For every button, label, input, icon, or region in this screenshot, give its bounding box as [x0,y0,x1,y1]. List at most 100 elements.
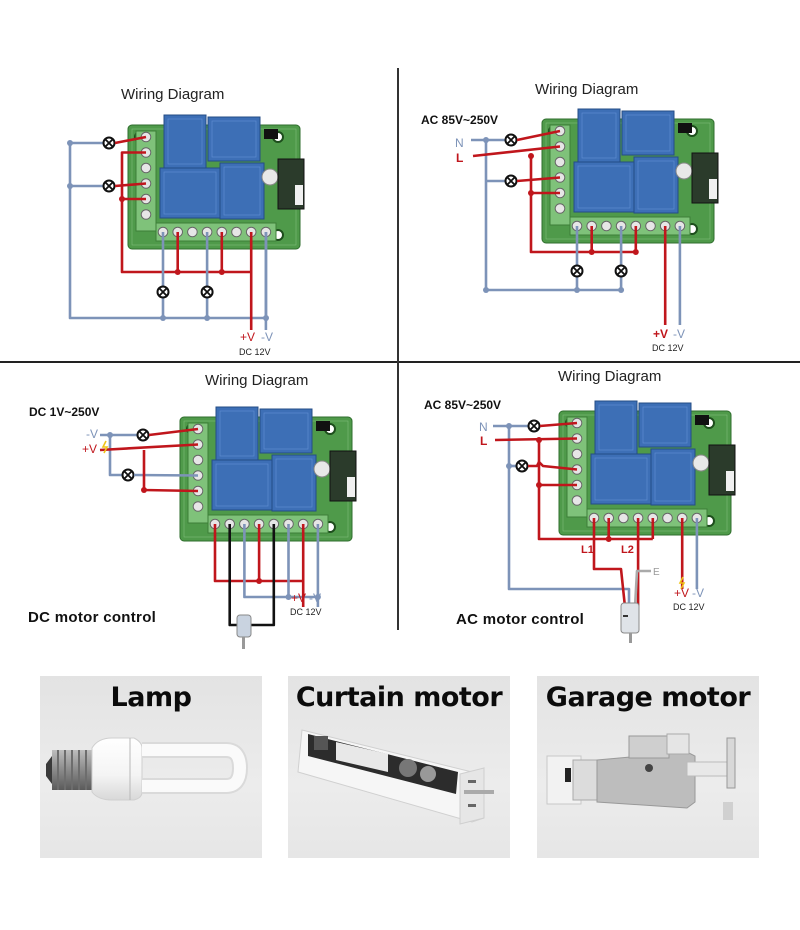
wire-junction [160,315,166,321]
horizontal-divider [0,361,800,363]
fuse-bolt-icon [101,440,109,454]
wire-junction [483,137,489,143]
relay [215,406,259,461]
relay [159,167,221,219]
capacitor [675,162,693,180]
relay [590,453,652,505]
application-card-curtain-motor: Curtain motor [288,676,510,858]
motor-wire [228,524,239,627]
plus-v-label: +V [291,591,307,605]
supply-voltage-label: DC 1V~250V [29,405,100,419]
terminal-screw [554,156,566,168]
curtain-motor-icon [297,729,494,825]
wire-junction [174,269,181,275]
wire [529,156,636,254]
dc-12v-label: DC 12V [290,607,322,617]
wire [114,182,147,188]
earth-label: E [653,567,660,578]
wire-junction [528,190,534,196]
lamp-symbol-icon [614,264,628,278]
wire [539,421,578,428]
wire-junction [141,487,147,493]
garage-motor-icon [546,733,736,820]
capacitor [261,168,279,186]
live-wire [472,145,561,158]
relay-board [127,114,305,250]
wire [537,440,653,541]
relay [573,161,635,213]
motor-wire [249,524,276,627]
application-label: Curtain motor [295,682,503,713]
capacitor [692,454,710,472]
rf-module [708,444,736,496]
terminal-screw [645,220,656,232]
wire-junction [574,287,580,293]
panel-caption: DC motor control [28,609,157,626]
dc-12v-label: DC 12V [239,347,271,357]
ic-chip [264,129,278,139]
terminal-screw [571,495,583,506]
wire-junction [618,287,625,293]
wire-junction [67,183,73,189]
wire-junction [483,287,489,293]
wire [507,426,631,607]
wire-junction [605,536,612,542]
wire [516,129,561,142]
relay [621,110,675,156]
live-label: L [480,434,488,448]
plus-v-label: +V [240,330,256,344]
vertical-divider [397,68,399,630]
minus-v-label: -V [673,327,685,341]
wire [108,435,123,477]
wire-junction [107,432,113,438]
relay [163,114,207,169]
wire-junction [536,437,542,443]
plus-v-label: +V [674,586,690,600]
panel-title: Wiring Diagram [121,86,225,103]
terminal-block-bottom [155,222,277,242]
wire [516,176,561,183]
ic-chip [695,415,709,425]
terminal-screw [192,454,204,466]
dc-motor-icon [236,614,252,649]
terminal-screw [192,501,204,512]
relay-board [541,108,719,244]
plus-v-input-wire [99,443,199,452]
ic-chip [316,421,330,431]
wire-junction [506,463,512,469]
relay-board [179,406,357,542]
application-label: Garage motor [545,682,751,713]
wire-junction [528,153,534,159]
wire-junction [67,140,73,146]
dc-12v-label: DC 12V [673,602,705,612]
terminal-screw [231,226,242,238]
wire [120,151,250,274]
wire-junction [204,315,211,321]
ic-chip [678,123,692,133]
wire-junction [285,594,292,600]
application-card-lamp: Lamp [40,676,262,858]
supply-voltage-label: AC 85V~250V [421,113,499,127]
relay [211,459,273,511]
wire-junction [218,269,225,275]
wire-junction [536,482,542,488]
relay [207,116,261,162]
panel-lamp-ac-wiring: Wiring Diagram AC 85V~250V N L +V -V DC … [399,0,800,361]
plus-v-label: +V [653,327,669,341]
panel-title: Wiring Diagram [205,372,309,389]
neutral-label: N [455,136,464,150]
terminal-screw [140,209,152,220]
application-card-garage-motor: Garage motor [537,676,759,858]
terminal-screw [662,512,673,524]
l2-label: L2 [621,544,634,556]
wire-junction [263,315,269,321]
lamp-symbol-icon [515,459,529,473]
panel-dc-motor-wiring: Wiring Diagram DC 1V~250V -V +V +V -V DC… [0,363,397,663]
dc-12v-label: DC 12V [652,343,684,353]
relay [259,408,313,454]
lamp-symbol-icon [156,285,170,299]
lamp-symbol-icon [136,428,150,442]
lamp-symbol-icon [504,174,518,188]
minus-v-input-label: -V [86,427,98,441]
lamp-symbol-icon [200,285,214,299]
